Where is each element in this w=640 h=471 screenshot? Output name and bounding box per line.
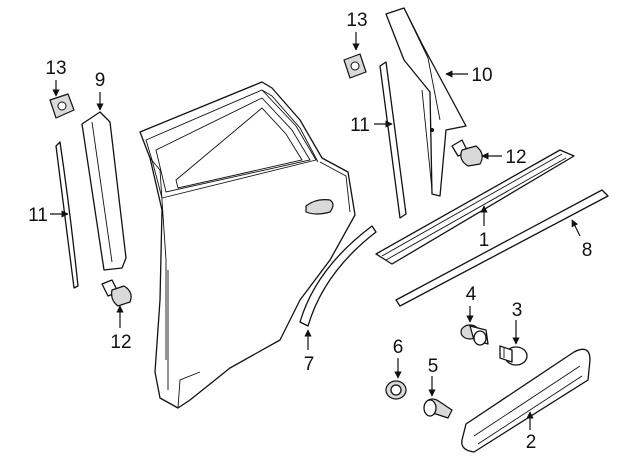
part-12-right-bolt (451, 139, 483, 167)
part-5-screw (423, 398, 453, 419)
callout-12-right: 12 (505, 147, 526, 168)
part-8-lower-molding (395, 189, 609, 307)
callout-4: 4 (466, 284, 477, 305)
callout-8: 8 (582, 240, 593, 261)
callout-1: 1 (479, 230, 490, 251)
callout-leaders (50, 32, 581, 430)
part-9-pillar-applique (81, 111, 127, 271)
callout-6: 6 (393, 337, 404, 358)
part-12-left-bolt (101, 279, 132, 307)
part-4-grommet (460, 324, 489, 346)
callout-3: 3 (512, 300, 523, 321)
part-3-push-clip (499, 345, 528, 366)
callout-13-right: 13 (346, 10, 367, 31)
callout-12-left: 12 (110, 332, 131, 353)
part-1-belt-molding (375, 149, 575, 265)
part-6-retainer (385, 380, 407, 400)
part-10-rear-pillar-applique (385, 7, 467, 197)
callout-9: 9 (95, 70, 106, 91)
callout-13-left: 13 (45, 58, 66, 79)
callout-labels: 13 9 11 12 13 10 11 12 1 8 7 4 3 6 5 2 (28, 10, 592, 453)
part-11-right-seal-strip (379, 61, 407, 219)
callout-11-left: 11 (28, 205, 48, 226)
part-2-lower-door-molding (461, 348, 591, 453)
callout-2: 2 (526, 432, 537, 453)
leader-8 (571, 219, 581, 237)
part-13-left-clip (49, 93, 75, 119)
rear-door-shell (139, 81, 356, 409)
callout-11-right: 11 (350, 115, 370, 136)
part-11-left-seal-strip (55, 141, 79, 289)
callout-10: 10 (471, 65, 492, 86)
callout-7: 7 (304, 354, 315, 375)
callout-5: 5 (428, 356, 439, 377)
part-13-right-clip (343, 53, 367, 79)
part-7-arch-molding (299, 225, 377, 327)
